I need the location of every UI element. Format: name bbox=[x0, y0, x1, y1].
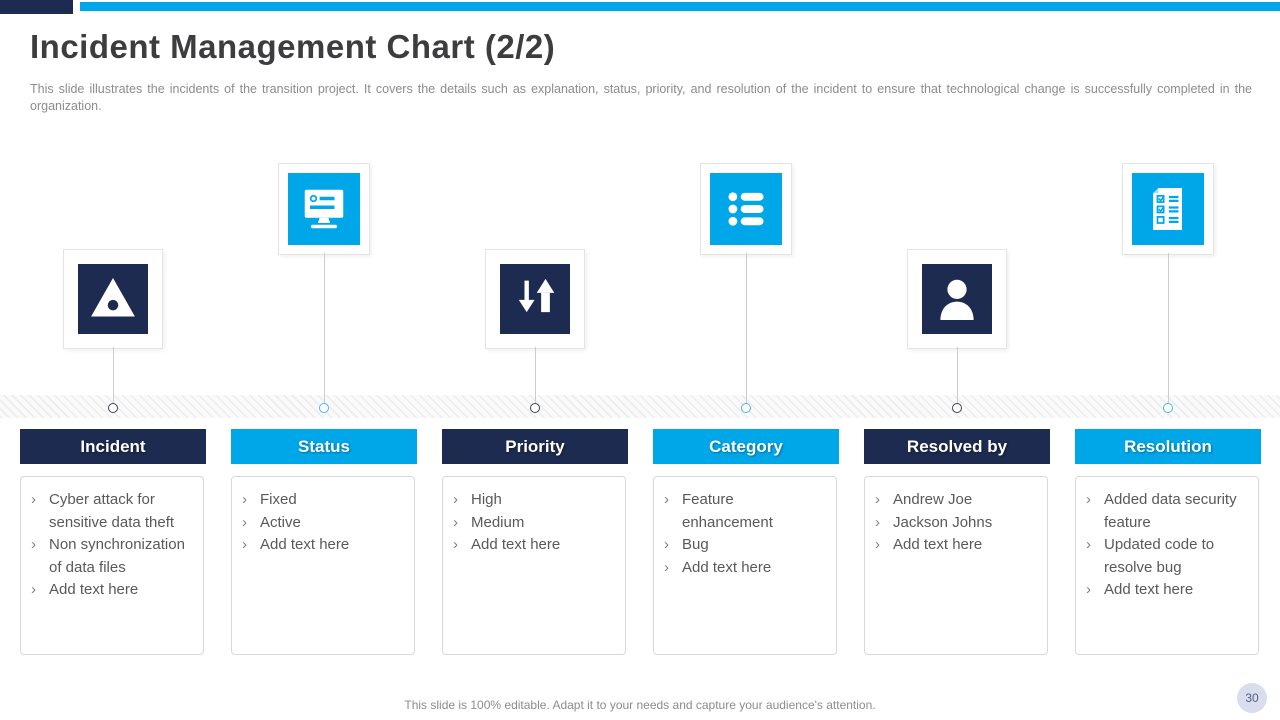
bullet-chevron: › bbox=[875, 491, 880, 508]
bullet-chevron: › bbox=[31, 581, 36, 598]
list-item: ›Added data security feature bbox=[1086, 489, 1246, 534]
resolved-by-list-card: ›Andrew Joe ›Jackson Johns ›Add text her… bbox=[864, 476, 1048, 655]
column-resolved-by: Resolved by ›Andrew Joe ›Jackson Johns ›… bbox=[864, 163, 1050, 663]
connector-line bbox=[745, 253, 747, 405]
bullet-chevron: › bbox=[242, 491, 247, 508]
timeline-dot bbox=[741, 403, 751, 413]
priority-list-card: ›High ›Medium ›Add text here bbox=[442, 476, 626, 655]
bullet-chevron: › bbox=[453, 536, 458, 553]
list-item: ›Add text here bbox=[453, 534, 613, 557]
list-item: ›Bug bbox=[664, 534, 824, 557]
status-icon-card bbox=[278, 163, 370, 255]
column-incident: Incident ›Cyber attack for sensitive dat… bbox=[20, 163, 206, 663]
column-header-incident: Incident bbox=[20, 429, 206, 464]
timeline-hatched-band bbox=[0, 395, 1280, 418]
bullet-chevron: › bbox=[453, 513, 458, 531]
bullet-chevron: › bbox=[1086, 536, 1091, 553]
column-category: Category ›Feature enhancement ›Bug ›Add … bbox=[653, 163, 839, 663]
bullet-chevron: › bbox=[1086, 581, 1091, 598]
connector-line bbox=[112, 347, 114, 405]
column-header-priority: Priority bbox=[442, 429, 628, 464]
list-item: ›Active bbox=[242, 512, 402, 535]
list-item: ›Add text here bbox=[664, 557, 824, 580]
slide-subtitle: This slide illustrates the incidents of … bbox=[30, 82, 1252, 113]
list-item: ›Updated code to resolve bug bbox=[1086, 534, 1246, 579]
list-item: ›Medium bbox=[453, 512, 613, 535]
page-number-badge: 30 bbox=[1237, 683, 1267, 713]
person-icon bbox=[922, 264, 992, 334]
resolution-icon-card bbox=[1122, 163, 1214, 255]
list-item: ›Add text here bbox=[242, 534, 402, 557]
incident-icon-card bbox=[63, 249, 163, 349]
bullet-chevron: › bbox=[664, 558, 669, 576]
column-resolution: Resolution ›Added data security feature … bbox=[1075, 163, 1261, 663]
connector-line bbox=[323, 253, 325, 405]
priority-icon-card bbox=[485, 249, 585, 349]
column-header-category: Category bbox=[653, 429, 839, 464]
incident-columns-diagram: Incident ›Cyber attack for sensitive dat… bbox=[20, 163, 1262, 663]
connector-line bbox=[1167, 253, 1169, 405]
status-list-card: ›Fixed ›Active ›Add text here bbox=[231, 476, 415, 655]
list-item: ›Add text here bbox=[875, 534, 1035, 557]
list-item: ›Add text here bbox=[1086, 579, 1246, 602]
top-accent-cyan-bar bbox=[80, 2, 1280, 11]
editable-note-footer: This slide is 100% editable. Adapt it to… bbox=[404, 698, 876, 712]
timeline-dot bbox=[530, 403, 540, 413]
incident-list-card: ›Cyber attack for sensitive data theft ›… bbox=[20, 476, 204, 655]
bullet-chevron: › bbox=[242, 536, 247, 553]
up-down-arrows-icon bbox=[500, 264, 570, 334]
list-item: ›High bbox=[453, 489, 613, 512]
category-list-card: ›Feature enhancement ›Bug ›Add text here bbox=[653, 476, 837, 655]
timeline-dot bbox=[1163, 403, 1173, 413]
list-item: ›Cyber attack for sensitive data theft bbox=[31, 489, 191, 534]
bullet-chevron: › bbox=[875, 536, 880, 553]
resolved-by-icon-card bbox=[907, 249, 1007, 349]
timeline-dot bbox=[319, 403, 329, 413]
warning-triangle-icon bbox=[78, 264, 148, 334]
list-item: ›Non synchronization of data files bbox=[31, 534, 191, 579]
timeline-dot bbox=[108, 403, 118, 413]
bullet-chevron: › bbox=[31, 536, 36, 553]
monitor-list-icon bbox=[288, 173, 360, 245]
list-item: ›Feature enhancement bbox=[664, 489, 824, 534]
column-header-resolved-by: Resolved by bbox=[864, 429, 1050, 464]
column-status: Status ›Fixed ›Active ›Add text here bbox=[231, 163, 417, 663]
bullet-chevron: › bbox=[31, 491, 36, 508]
timeline-dot bbox=[952, 403, 962, 413]
column-priority: Priority ›High ›Medium ›Add text here bbox=[442, 163, 628, 663]
top-accent-navy-bar bbox=[0, 0, 73, 14]
column-header-status: Status bbox=[231, 429, 417, 464]
connector-line bbox=[534, 347, 536, 405]
list-item: ›Add text here bbox=[31, 579, 191, 602]
checklist-document-icon bbox=[1132, 173, 1204, 245]
list-item: ›Jackson Johns bbox=[875, 512, 1035, 535]
resolution-list-card: ›Added data security feature ›Updated co… bbox=[1075, 476, 1259, 655]
bullet-list-icon bbox=[710, 173, 782, 245]
list-item: ›Fixed bbox=[242, 489, 402, 512]
bullet-chevron: › bbox=[664, 491, 669, 508]
bullet-chevron: › bbox=[664, 536, 669, 553]
category-icon-card bbox=[700, 163, 792, 255]
bullet-chevron: › bbox=[875, 513, 880, 531]
connector-line bbox=[956, 347, 958, 405]
bullet-chevron: › bbox=[242, 513, 247, 531]
column-header-resolution: Resolution bbox=[1075, 429, 1261, 464]
page-title: Incident Management Chart (2/2) bbox=[30, 28, 556, 65]
bullet-chevron: › bbox=[453, 491, 458, 508]
list-item: ›Andrew Joe bbox=[875, 489, 1035, 512]
bullet-chevron: › bbox=[1086, 491, 1091, 508]
